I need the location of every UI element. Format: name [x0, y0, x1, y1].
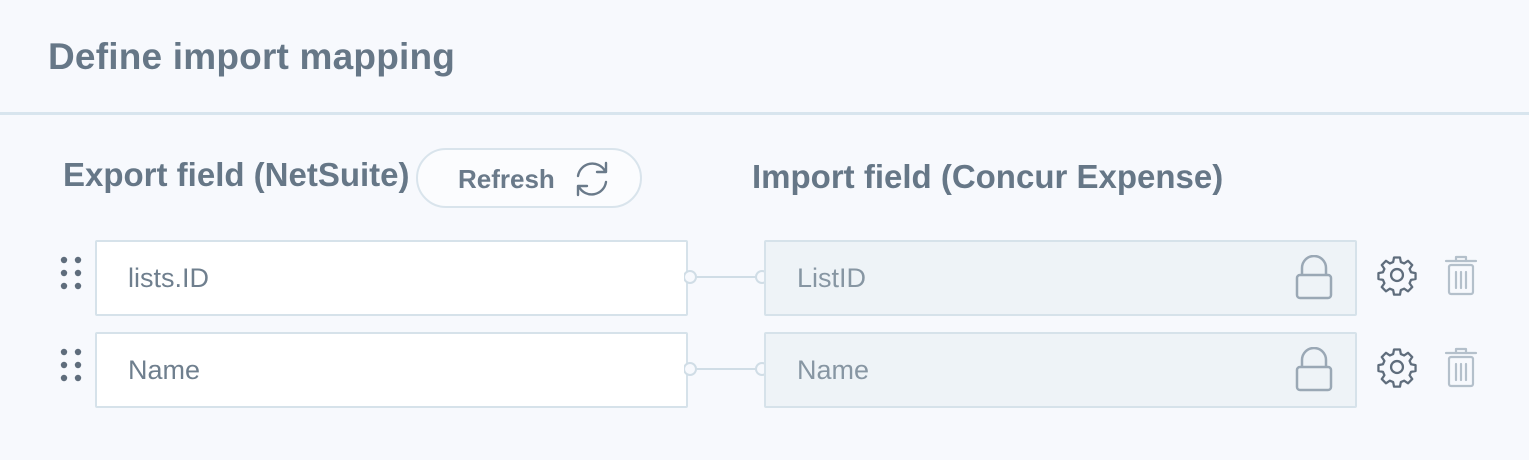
import-field-value: ListID [797, 263, 867, 293]
refresh-button-label: Refresh [458, 164, 555, 194]
mapping-connector [684, 362, 768, 376]
import-field-column-title: Import field (Concur Expense) [752, 158, 1224, 195]
gear-icon[interactable] [1376, 346, 1418, 388]
import-field: ListID [764, 240, 1357, 316]
mapping-row: Name [0, 332, 1529, 408]
refresh-button[interactable]: Refresh [416, 148, 642, 208]
lock-icon [1295, 255, 1333, 300]
page-header: Define import mapping [0, 0, 1529, 115]
mapping-row: ListID [0, 240, 1529, 316]
drag-handle-icon[interactable] [60, 256, 82, 290]
import-field: Name [764, 332, 1357, 408]
gear-icon[interactable] [1376, 254, 1418, 296]
export-field-input[interactable] [95, 332, 688, 408]
import-field-value: Name [797, 355, 870, 385]
page-title: Define import mapping [48, 36, 456, 77]
drag-handle-icon[interactable] [60, 348, 82, 382]
trash-icon[interactable] [1444, 345, 1478, 389]
lock-icon [1295, 347, 1333, 392]
export-field-column-title: Export field (NetSuite) [63, 156, 410, 193]
trash-icon[interactable] [1444, 253, 1478, 297]
export-field-input[interactable] [95, 240, 688, 316]
mapping-connector [684, 270, 768, 284]
refresh-icon [576, 161, 608, 197]
